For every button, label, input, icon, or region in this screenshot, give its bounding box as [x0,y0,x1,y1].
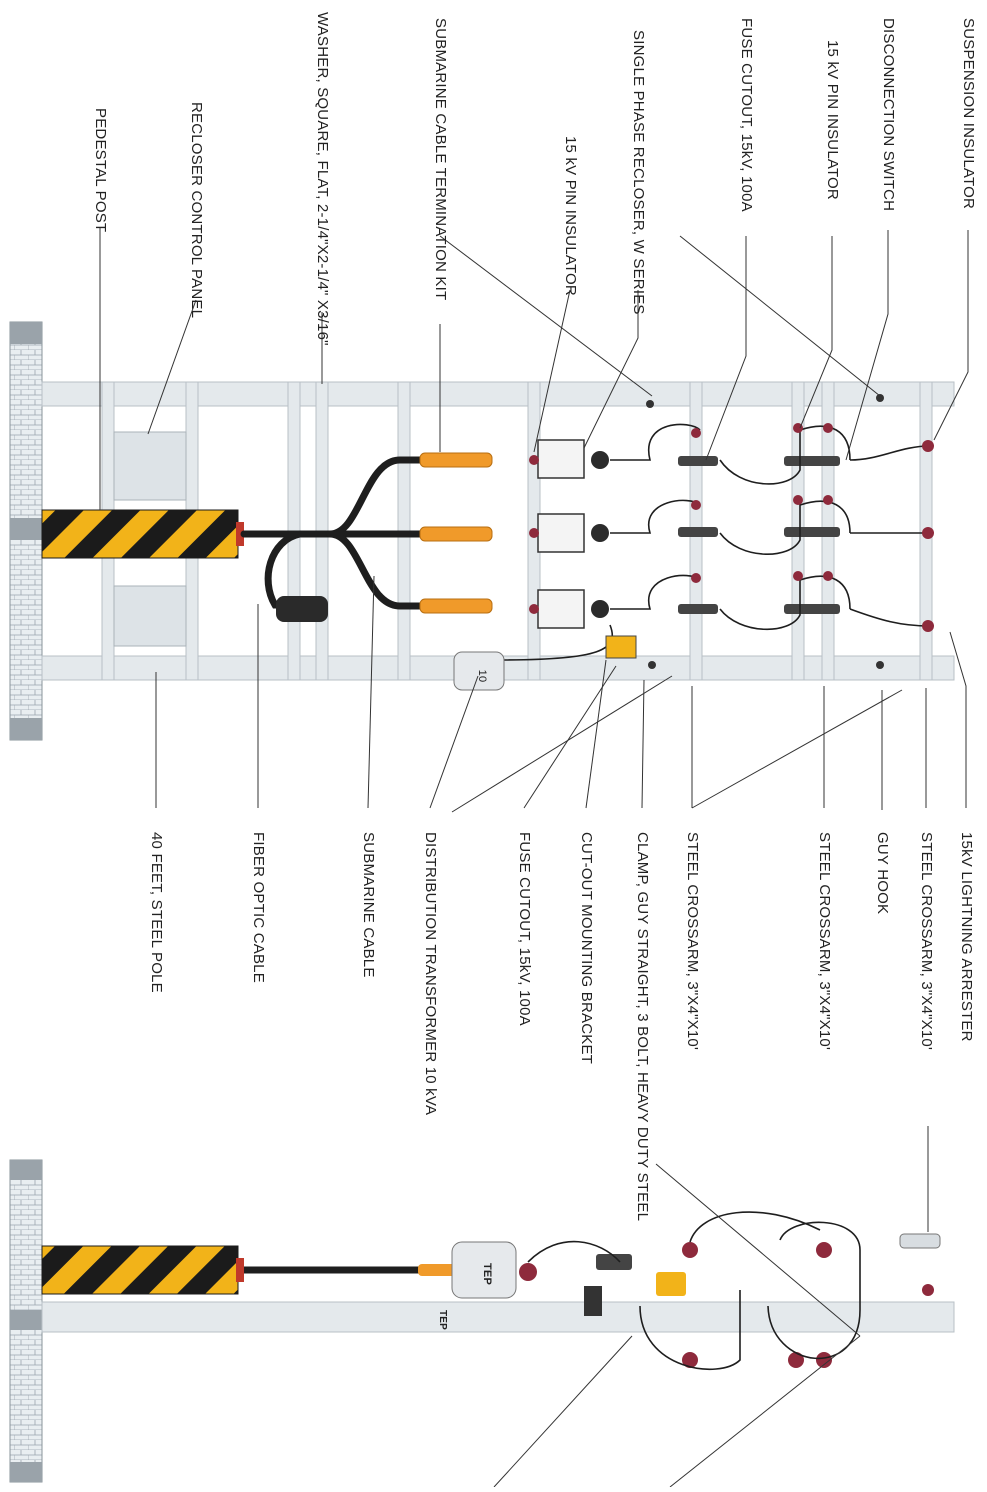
top-label-2: 15 kV PIN INSULATOR [824,40,841,200]
bottom-label-11: 40 FEET, STEEL POLE [148,832,165,993]
top-label-9: PEDESTAL POST [92,108,109,232]
distribution-transformer [453,651,505,691]
termination-kits [419,452,493,614]
side-foundation-cap [10,1160,42,1180]
side-pole-view: TEP TEP [9,1159,955,1483]
side-foundation-cap [10,1462,42,1482]
top-label-7: WASHER, SQUARE, FLAT, 2-1/4"X2-1/4" X3/1… [314,12,331,346]
pedestal-post [41,509,239,559]
side-pedestal-post [41,1245,239,1295]
bottom-label-10: FIBER OPTIC CABLE [250,832,267,983]
insulators-top [529,423,934,632]
side-steel-pole [41,1301,955,1333]
bottom-label-3: STEEL CROSSARM, 3"X4"X10' [816,832,833,1050]
top-label-6: SUBMARINE CABLE TERMINATION KIT [432,18,449,300]
top-label-0: SUSPENSION INSULATOR [960,18,977,209]
top-foundation-cap [10,322,42,344]
bottom-label-4: STEEL CROSSARM, 3"X4"X10' [684,832,701,1050]
side-termination-kit [418,1264,458,1276]
transformer-rating: 10 [476,670,488,683]
guy-hooks [646,394,884,669]
bottom-labels: 15kV LIGHTNING ARRESTER STEEL CROSSARM, 3… [148,832,975,1221]
top-label-8: RECLOSER CONTROL PANEL [188,102,205,318]
side-transformer-brand: TEP [481,1263,493,1285]
side-equipment [584,1233,941,1316]
side-pedestal-cap [236,1258,244,1282]
top-labels: SUSPENSION INSULATOR DISCONNECTION SWITCH… [92,12,977,346]
cutout-mounting-bracket [605,635,637,659]
top-label-1: DISCONNECTION SWITCH [880,18,897,211]
bottom-label-5: CLAMP, GUY STRAIGHT, 3 BOLT, HEAVY DUTY … [634,832,651,1221]
top-label-4: SINGLE PHASE RECLOSER, W SERIES [630,30,647,315]
pedestal-post-cap [236,522,244,546]
bottom-label-8: DISTRIBUTION TRANSFORMER 10 kVA [422,832,439,1115]
bottom-label-0: 15kV LIGHTNING ARRESTER [958,832,975,1042]
leader-lines [99,228,969,1488]
reclosers [537,439,585,629]
pole-brand-mark: TEP [437,1310,448,1330]
bottom-label-9: SUBMARINE CABLE [360,832,377,978]
bottom-label-7: FUSE CUTOUT, 15kV, 100A [516,832,533,1026]
recloser-control-panel [113,585,187,647]
side-transformer [451,1241,517,1299]
bottom-label-1: STEEL CROSSARM, 3"X4"X10' [918,832,935,1050]
top-foundation-cap [10,718,42,740]
submarine-cable [240,456,424,610]
bottom-label-2: GUY HOOK [874,832,891,914]
recloser-control-panel [113,431,187,501]
side-jumpers [527,1211,861,1371]
top-pole-view: 10 [9,321,955,741]
top-label-5: 15 kV PIN INSULATOR [562,136,579,296]
top-label-3: FUSE CUTOUT, 15kV, 100A [738,18,755,212]
fuse-cutouts-top [678,456,840,614]
side-insulators [519,1242,934,1368]
side-foundation-cap [10,1310,42,1330]
top-foundation-cap [10,518,42,540]
bottom-label-6: CUT-OUT MOUNTING BRACKET [578,832,595,1064]
fiber-optic-splice [276,596,328,622]
recloser-bushings [591,451,609,618]
